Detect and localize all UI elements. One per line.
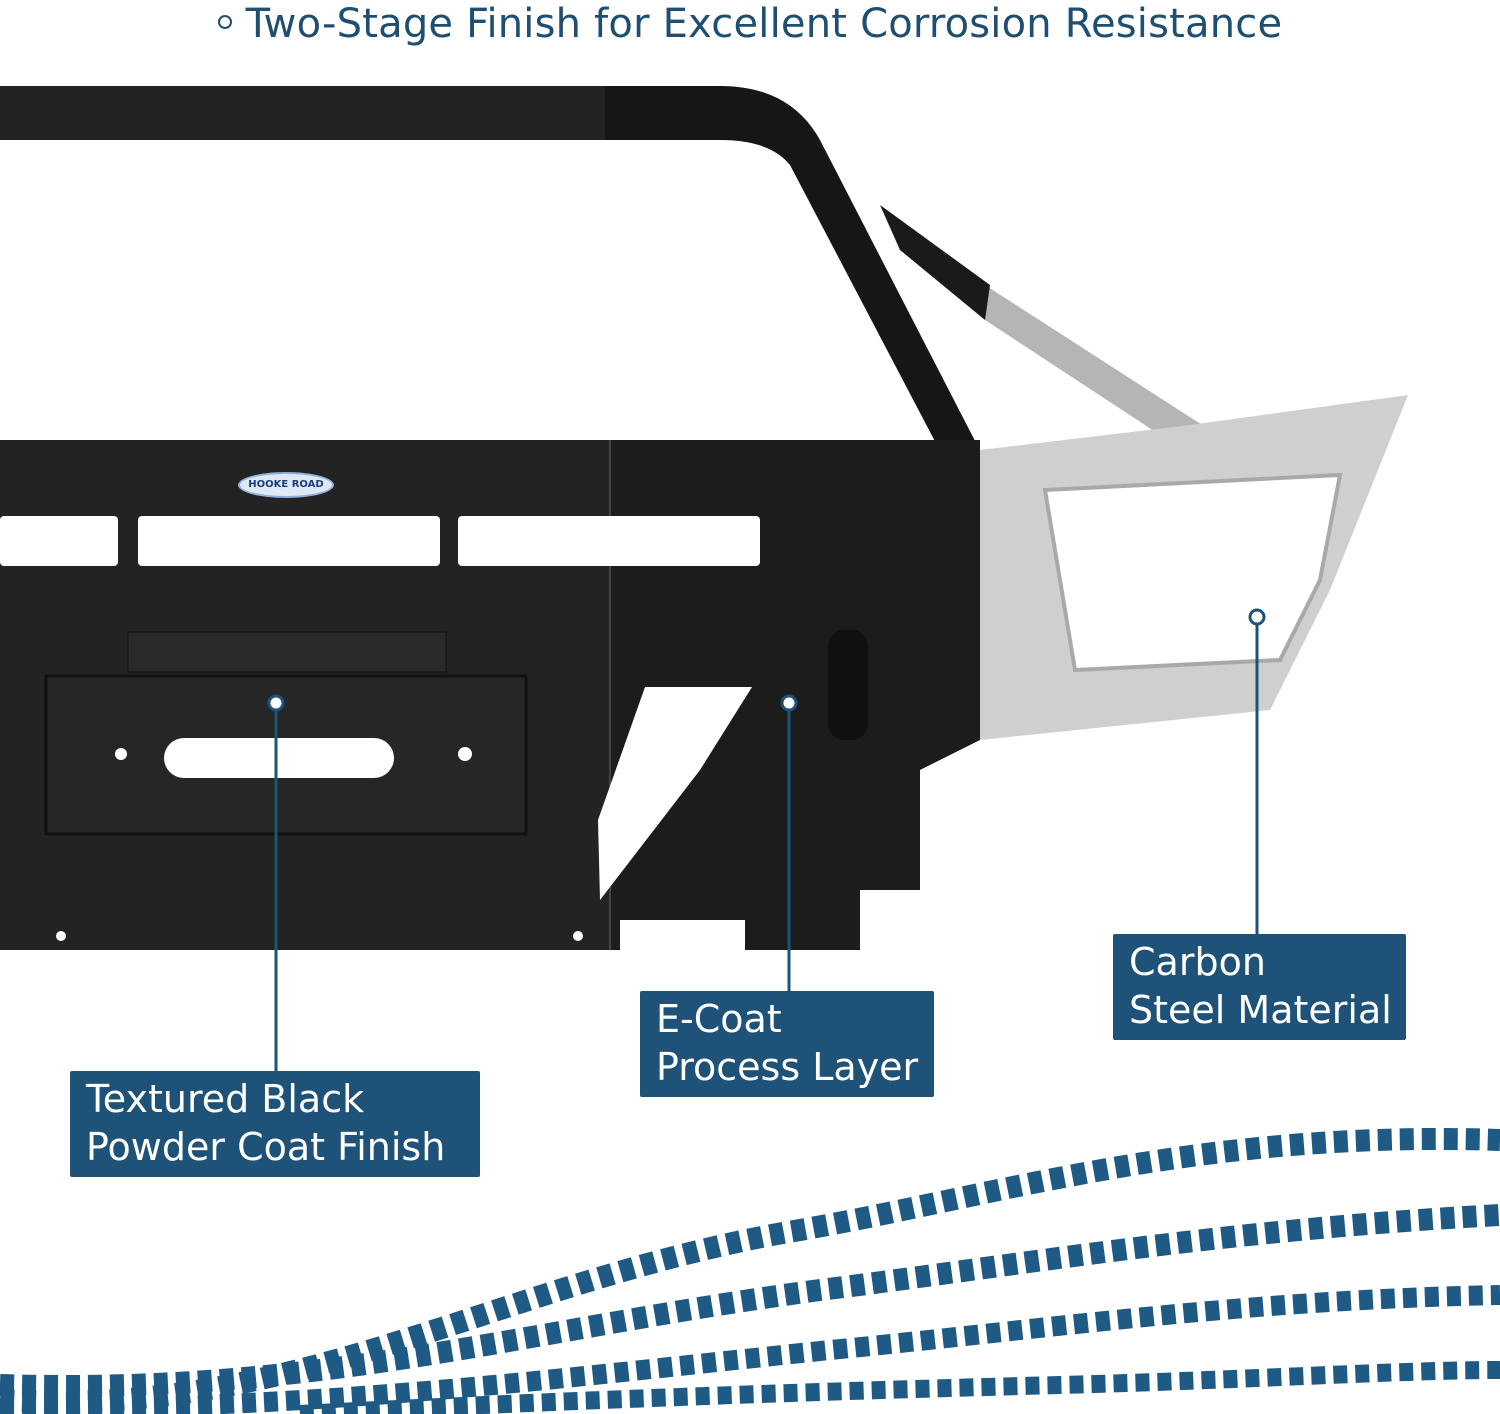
- brand-logo: HOOKE ROAD: [238, 472, 334, 498]
- callout-line: Carbon: [1129, 940, 1266, 984]
- callout-line: Textured Black: [86, 1077, 365, 1121]
- callout-line: Steel Material: [1129, 988, 1392, 1032]
- callout-dot: [1248, 608, 1266, 626]
- callout-carbon-steel: Carbon Steel Material: [1113, 934, 1406, 1040]
- bull-bar-tube: [0, 86, 990, 470]
- steel-tube: [985, 285, 1210, 448]
- callout-line: E-Coat: [656, 997, 782, 1041]
- callout-dot: [267, 694, 285, 712]
- callout-ecoat: E-Coat Process Layer: [640, 991, 934, 1097]
- callout-line: Powder Coat Finish: [86, 1125, 446, 1169]
- callout-line: Process Layer: [656, 1045, 919, 1089]
- title-text: Two-Stage Finish for Excellent Corrosion…: [245, 1, 1283, 47]
- callout-dot: [780, 694, 798, 712]
- circle-bullet-icon: [217, 15, 232, 29]
- tire-tread-graphic: [0, 1127, 1500, 1414]
- page-title: Two-Stage Finish for Excellent Corrosion…: [0, 0, 1500, 48]
- callout-powder-coat: Textured Black Powder Coat Finish: [70, 1071, 480, 1177]
